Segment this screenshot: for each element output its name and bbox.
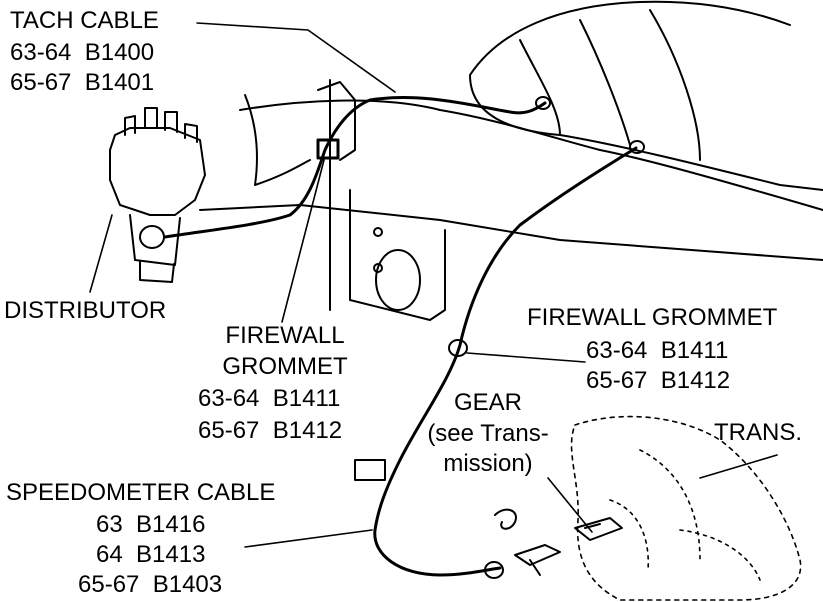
gear-note-2: mission): [443, 450, 533, 477]
tach-cable-part-1: 63-64 B1400: [10, 39, 155, 66]
firewall-opening: [375, 249, 421, 311]
speedometer-cable-clip: [354, 459, 386, 481]
tach-cable-gauge-end: [535, 96, 551, 110]
valve-cover-edge: [599, 149, 823, 211]
firewall-bolt: [373, 263, 383, 273]
distributor-label: DISTRIBUTOR: [4, 297, 167, 324]
speedometer-gear: [574, 517, 623, 541]
speedometer-cable-trans-end: [484, 561, 504, 579]
engine-block-outline: [469, 0, 823, 191]
transmission-detail: [609, 449, 761, 581]
firewall-grommet-left-part-1: 63-64 B1411: [198, 385, 341, 412]
leader-gear: [547, 477, 593, 533]
bracket-detail: [317, 81, 356, 161]
retainer-clip: [494, 508, 517, 530]
gear-title: GEAR: [453, 389, 522, 416]
firewall-grommet-right-part-1: 63-64 B1411: [586, 337, 729, 364]
frame-rail: [199, 204, 823, 261]
tach-cable-title: TACH CABLE: [10, 7, 159, 34]
distributor-base: [139, 261, 175, 283]
speedometer-cable-title: SPEEDOMETER CABLE: [6, 479, 276, 506]
tach-grommet: [316, 138, 340, 160]
tach-cable-line: [163, 96, 547, 239]
leader-speedometer-cable: [244, 529, 373, 548]
distributor-body: [129, 214, 181, 266]
firewall-panel: [329, 79, 446, 321]
distributor-towers: [124, 107, 198, 143]
cowl-edge: [244, 94, 311, 186]
firewall-upper-edge: [239, 99, 601, 151]
speedometer-cable-part-1: 63 B1416: [96, 511, 206, 538]
speedometer-cable-part-2: 64 B1413: [96, 541, 206, 568]
speedometer-cable-gauge-end: [629, 140, 645, 154]
distributor-tach-drive: [139, 225, 165, 249]
gear-note-1: (see Trans-: [427, 420, 549, 447]
firewall-grommet-right-part-2: 65-67 B1412: [586, 367, 731, 394]
speedometer-firewall-grommet: [448, 339, 468, 357]
firewall-grommet-left-title-2: GROMMET: [222, 353, 348, 380]
firewall-bolt: [373, 227, 383, 237]
distributor-cap: [109, 127, 206, 216]
firewall-grommet-left-part-2: 65-67 B1412: [198, 417, 343, 444]
firewall-grommet-left-title-1: FIREWALL: [225, 322, 345, 349]
speedometer-cable-line: [373, 146, 638, 577]
leader-trans: [699, 454, 778, 479]
leader-tach-cable: [196, 22, 396, 93]
leader-firewall-grommet-left: [281, 159, 325, 323]
leader-firewall-grommet-right: [466, 352, 586, 363]
firewall-grommet-right-title: FIREWALL GROMMET: [527, 304, 778, 331]
tach-cable-part-2: 65-67 B1401: [10, 69, 155, 96]
intake-runners: [519, 9, 701, 161]
leader-distributor: [89, 214, 113, 293]
speedometer-cable-part-3: 65-67 B1403: [78, 571, 223, 598]
gear-housing-fitting: [514, 544, 561, 576]
trans-label: TRANS.: [714, 419, 803, 446]
